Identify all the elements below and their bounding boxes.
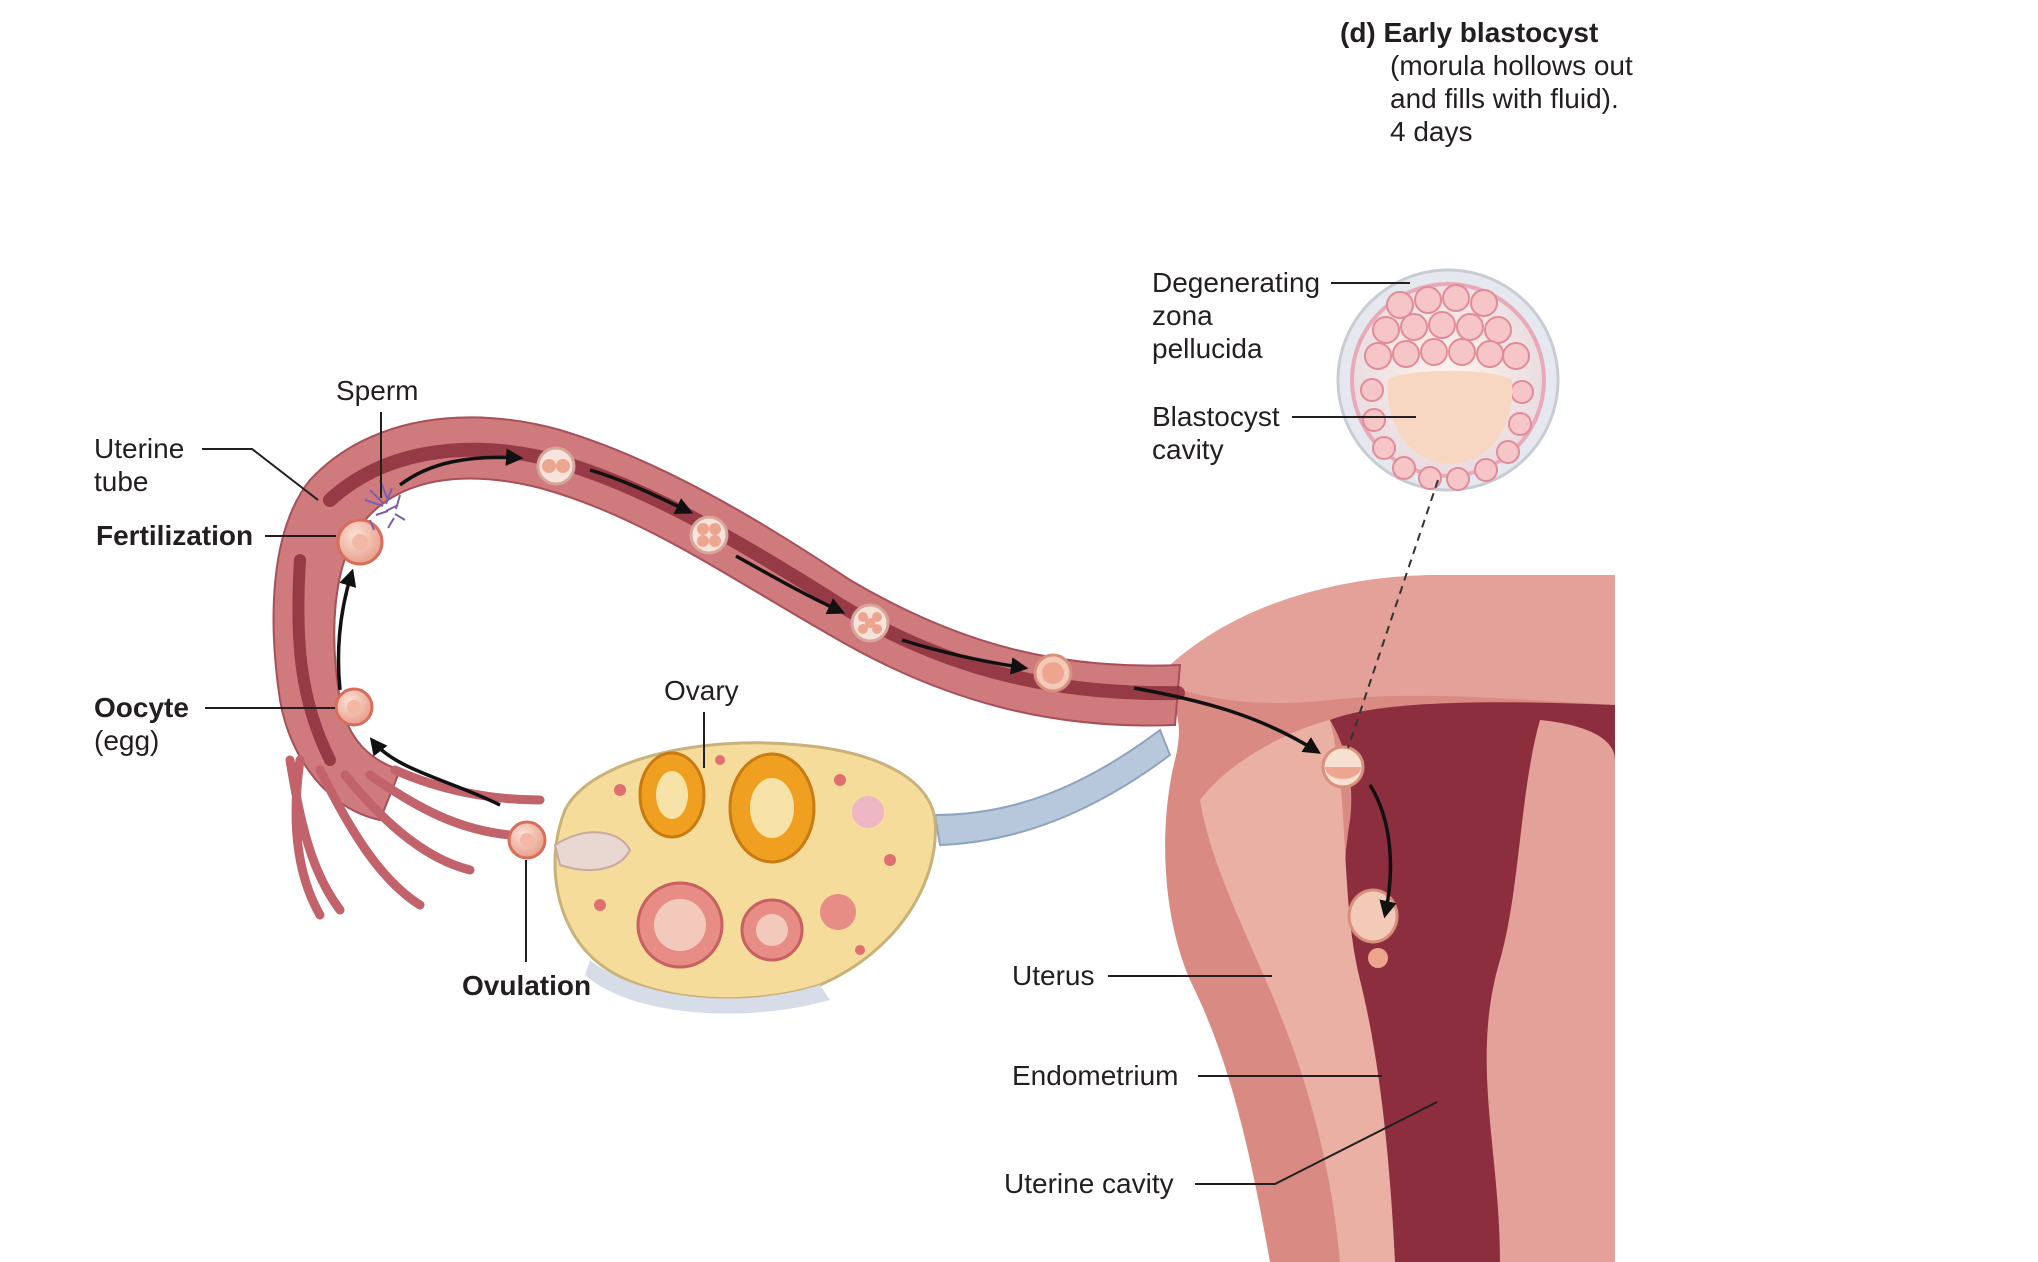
label-oocyte-sub: (egg) — [94, 725, 159, 756]
oocyte-in-tube — [334, 687, 374, 727]
ovary-illustration — [553, 741, 937, 1014]
four-cell-stage — [689, 515, 729, 555]
label-degenerating-zona-line-1: Degenerating — [1152, 267, 1320, 298]
eight-cell-stage — [850, 603, 890, 643]
panel-desc-line-1: (morula hollows out — [1390, 50, 1633, 81]
ovarian-ligament — [933, 728, 1172, 847]
label-degenerating-zona-line-3: pellucida — [1152, 333, 1263, 364]
label-endometrium: Endometrium — [1012, 1060, 1179, 1091]
label-blastocyst-cavity-line-1: Blastocyst — [1152, 401, 1280, 432]
panel-desc-line-3: 4 days — [1390, 116, 1473, 147]
blastocyst-inset — [1336, 268, 1560, 492]
morula-stage — [1033, 653, 1073, 693]
oocyte-ovulated — [507, 820, 547, 860]
label-uterus: Uterus — [1012, 960, 1094, 991]
early-blastocyst-in-uterus — [1321, 745, 1365, 789]
label-sperm: Sperm — [336, 375, 418, 406]
panel-title: (d) Early blastocyst — [1340, 17, 1598, 48]
panel-desc-line-2: and fills with fluid). — [1390, 83, 1619, 114]
label-ovulation: Ovulation — [462, 970, 591, 1001]
inset-connector-dashed — [1347, 479, 1439, 749]
label-uterine-tube-line-1: Uterine — [94, 433, 184, 464]
label-ovary: Ovary — [664, 675, 739, 706]
two-cell-stage — [536, 446, 576, 486]
label-degenerating-zona-line-2: zona — [1152, 300, 1213, 331]
label-uterine-cavity: Uterine cavity — [1004, 1168, 1174, 1199]
label-fertilization: Fertilization — [96, 520, 253, 551]
label-blastocyst-cavity-line-2: cavity — [1152, 434, 1224, 465]
leader-lines — [202, 282, 1438, 1185]
movement-arrows — [336, 448, 1397, 919]
label-uterine-tube-line-2: tube — [94, 466, 149, 497]
fertilized-oocyte — [336, 518, 384, 566]
sperm-cluster — [364, 479, 406, 531]
label-oocyte: Oocyte — [94, 692, 189, 723]
